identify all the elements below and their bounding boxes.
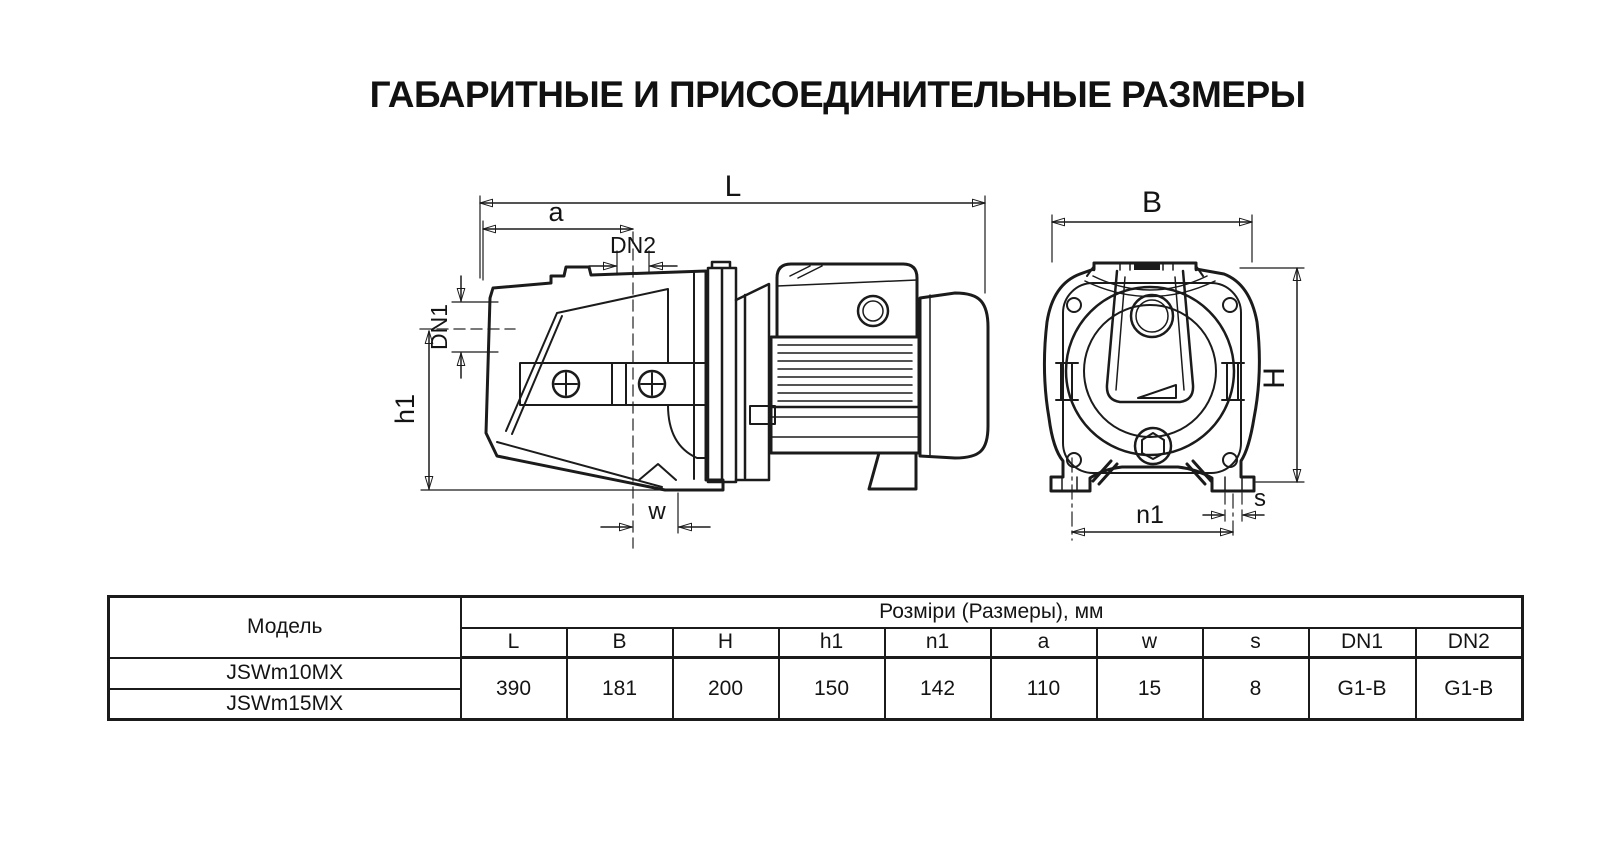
dim-n1: n1 (1071, 501, 1234, 537)
dim-label-H: H (1258, 367, 1291, 389)
pump-front-body (1042, 261, 1261, 493)
value-cell-L: 390 (459, 656, 568, 721)
table-model-header: Модель (107, 595, 462, 659)
dim-label-B: B (1142, 186, 1162, 219)
dim-label-h1: h1 (390, 394, 420, 424)
bolt-hole (1066, 452, 1082, 468)
bolt-hole (1222, 452, 1238, 468)
col-header-n1: n1 (883, 626, 992, 659)
dim-label-w: w (647, 498, 666, 525)
dim-s: s (1202, 485, 1266, 520)
pump-flange (706, 260, 776, 484)
dim-label-n1: n1 (1136, 501, 1164, 529)
col-header-a: a (989, 626, 1098, 659)
front-ring-outer (1064, 285, 1236, 457)
value-cell-DN1: G1-B (1307, 656, 1417, 721)
dim-label-a: a (548, 197, 564, 227)
dim-w: w (600, 492, 711, 534)
col-header-L: L (459, 626, 568, 659)
side-view-drawing: L a DN2 DN1 h1 (390, 170, 990, 549)
bolt-hole (1066, 297, 1082, 313)
dim-H: H (1239, 267, 1305, 483)
value-cell-w: 15 (1095, 656, 1204, 721)
dim-a: a (482, 197, 634, 281)
dim-DN2: DN2 (588, 232, 678, 276)
model-cell: JSWm15MX (107, 687, 462, 721)
motor-foot (867, 451, 918, 491)
fan-cover (918, 291, 990, 460)
dim-label-DN1: DN1 (426, 304, 452, 350)
col-header-s: s (1201, 626, 1310, 659)
col-header-DN1: DN1 (1307, 626, 1417, 659)
arrow-mark (1137, 384, 1177, 399)
front-view-drawing: B H n1 s (1042, 186, 1305, 541)
col-header-B: B (565, 626, 674, 659)
dim-B: B (1051, 186, 1253, 263)
dim-L: L (479, 170, 986, 294)
screw-icon (551, 369, 581, 399)
dim-h1: h1 (390, 330, 434, 490)
motor (769, 262, 921, 491)
screw-icon (637, 369, 667, 399)
cable-gland-icon (856, 294, 890, 328)
bolt-hole (1222, 297, 1238, 313)
dim-label-s: s (1254, 485, 1266, 512)
dim-label-L: L (725, 170, 742, 203)
col-header-H: H (671, 626, 780, 659)
value-cell-h1: 150 (777, 656, 886, 721)
value-cell-B: 181 (565, 656, 674, 721)
technical-drawing: L a DN2 DN1 h1 (390, 170, 1305, 549)
top-port (1129, 293, 1175, 339)
dimensions-table: Модель Розміри (Размеры), мм L B H h1 n1… (107, 595, 1525, 721)
page-title: ГАБАРИТНЫЕ И ПРИСОЕДИНИТЕЛЬНЫЕ РАЗМЕРЫ (369, 74, 1306, 115)
value-cell-DN2: G1-B (1414, 656, 1524, 721)
col-header-h1: h1 (777, 626, 886, 659)
value-cell-H: 200 (671, 656, 780, 721)
value-cell-a: 110 (989, 656, 1098, 721)
value-cell-n1: 142 (883, 656, 992, 721)
col-header-w: w (1095, 626, 1204, 659)
dim-label-DN2: DN2 (610, 232, 656, 258)
front-ring-inner (1083, 304, 1217, 438)
model-cell: JSWm10MX (107, 656, 462, 690)
pump-body (484, 265, 725, 492)
col-header-DN2: DN2 (1414, 626, 1524, 659)
value-cell-s: 8 (1201, 656, 1310, 721)
table-sizes-header: Розміри (Размеры), мм (459, 595, 1524, 629)
drain-nut (1133, 426, 1173, 466)
